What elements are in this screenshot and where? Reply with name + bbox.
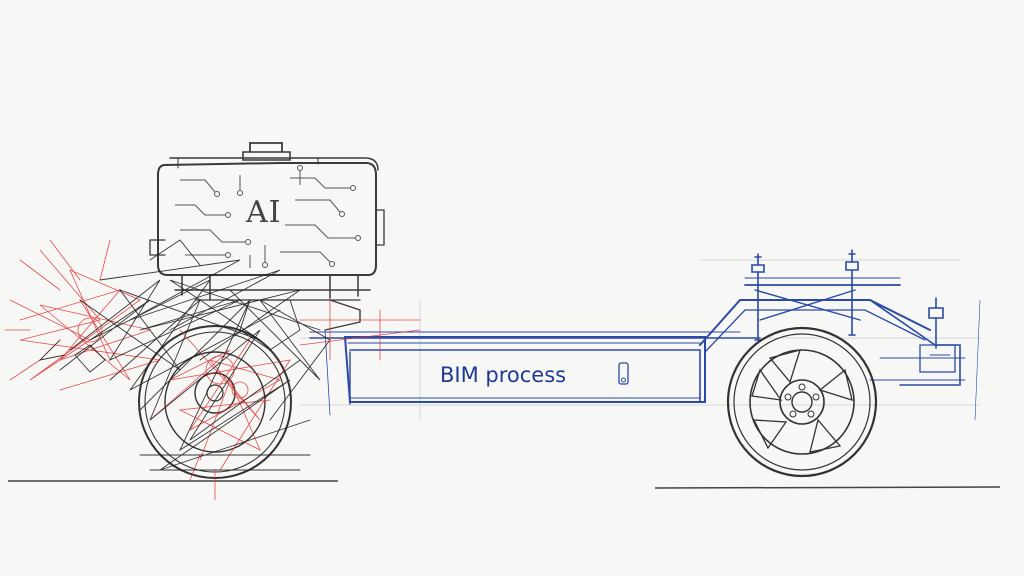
bolt-icon — [751, 253, 765, 341]
ai-engine-label: AI — [245, 195, 282, 230]
tangled-scribble-icon — [4, 239, 421, 501]
engine-block-icon — [149, 142, 385, 331]
blueprint-chassis — [309, 249, 981, 421]
ground-lines — [8, 480, 1001, 489]
bim-process-label: BIM process — [440, 363, 566, 387]
circuit-trace-icon — [175, 165, 361, 268]
beam-tag-icon — [618, 362, 629, 385]
wheel-icon — [726, 326, 878, 478]
construction-lines — [300, 259, 980, 420]
bolt-icon — [928, 297, 944, 349]
bolt-icon — [845, 249, 859, 336]
